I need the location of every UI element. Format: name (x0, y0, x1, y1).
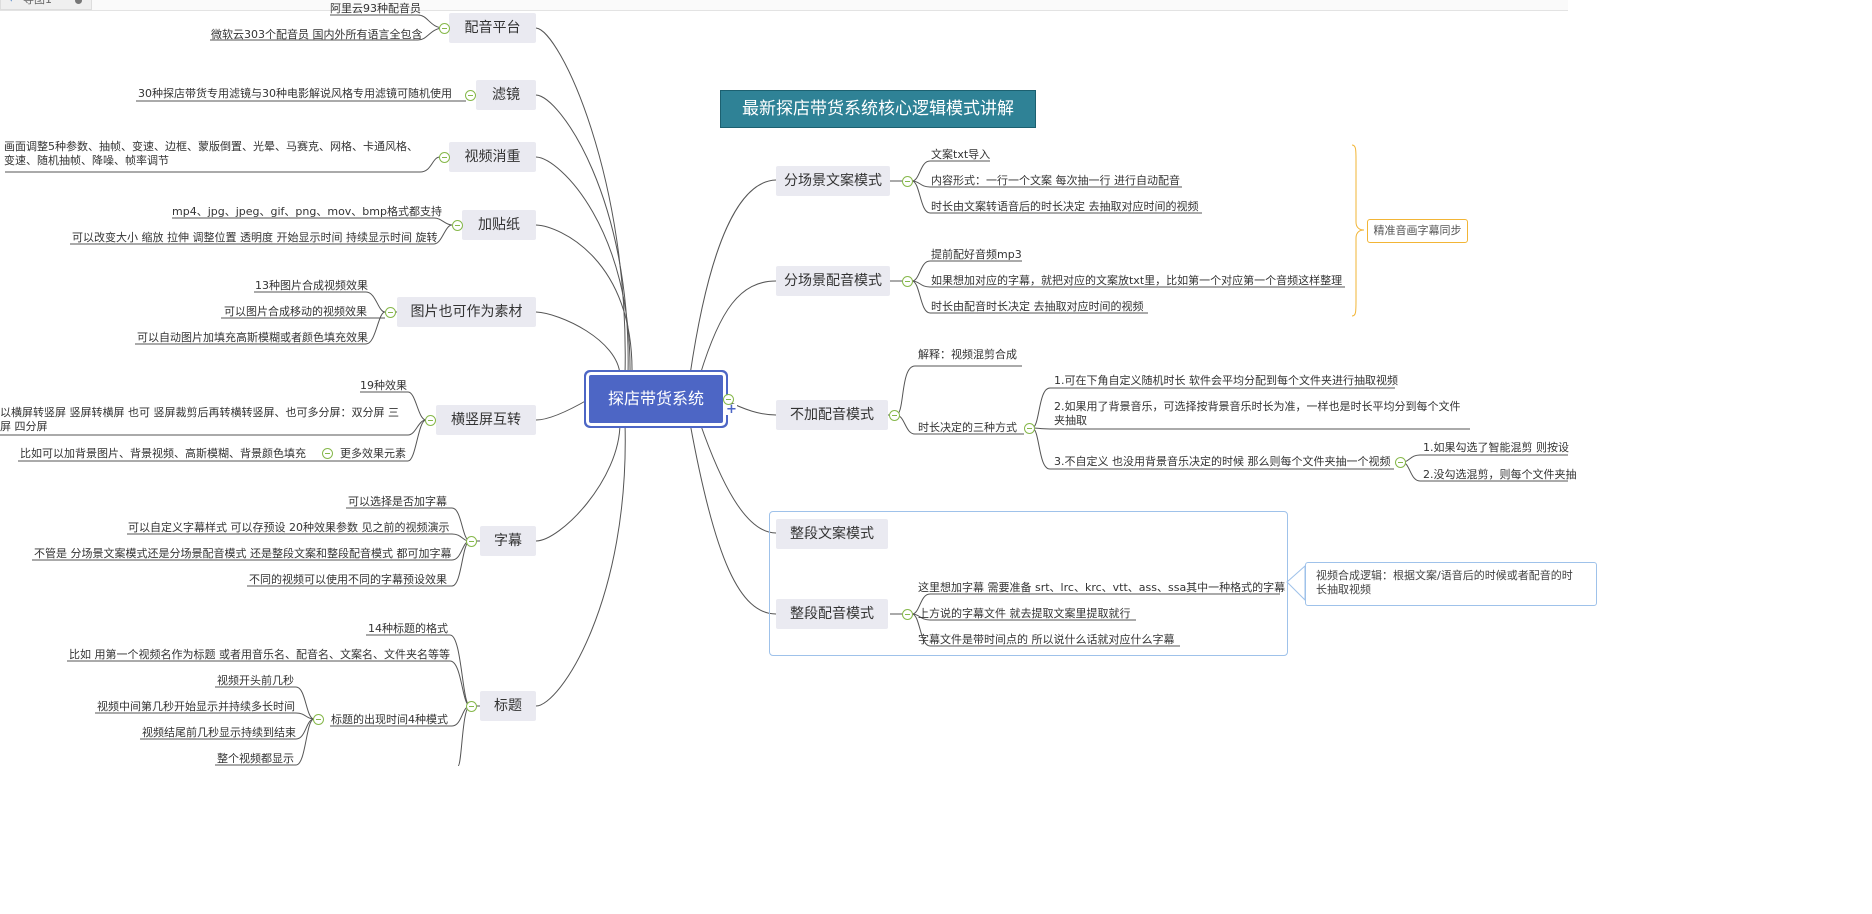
branch-dedup (535, 156, 631, 376)
leaf-text[interactable]: 不管是 分场景文案模式还是分场景配音模式 还是整段文案和整段配音模式 都可加字幕 (34, 547, 452, 560)
leaf-text[interactable]: 如果想加对应的字幕，就把对应的文案放txt里，比如第一个对应第一个音频这样整理 (931, 274, 1343, 287)
topic-filter[interactable]: 滤镜 (476, 80, 536, 110)
leaf-text[interactable]: 视频中间第几秒开始显示并持续多长时间 (97, 700, 295, 713)
leaf-text[interactable]: 上方说的字幕文件 就去提取文案里提取就行 (918, 607, 1131, 620)
leaf-text[interactable]: 时长由文案转语音后的时长决定 去抽取对应时间的视频 (931, 200, 1199, 213)
close-icon[interactable] (75, 0, 82, 4)
collapse-icon[interactable] (465, 90, 476, 101)
leaf-text[interactable]: 以横屏转竖屏 竖屏转横屏 也可 竖屏裁剪后再转横转竖屏、也可多分屏：双分屏 三屏… (0, 406, 399, 433)
leaf-text[interactable]: 30种探店带货专用滤镜与30种电影解说风格专用滤镜可随机使用 (138, 87, 452, 100)
collapse-icon[interactable] (902, 276, 913, 287)
collapse-icon[interactable] (313, 714, 324, 725)
branch-filter (535, 94, 629, 376)
mindmap-icon: ✦ (7, 0, 15, 9)
collapse-icon[interactable] (902, 609, 913, 620)
leaf-text[interactable]: 视频结尾前几秒显示持续到结束 (142, 726, 296, 739)
branch-orient (535, 398, 590, 421)
collapse-icon[interactable] (425, 415, 436, 426)
leaf-text[interactable]: 不同的视频可以使用不同的字幕预设效果 (249, 573, 447, 586)
leaf-text[interactable]: 时长由配音时长决定 去抽取对应时间的视频 (931, 300, 1144, 313)
topic-sticker[interactable]: 加贴纸 (462, 210, 536, 240)
leaf-text[interactable]: 更多效果元素 (340, 447, 406, 460)
tab-label: 导图1 (23, 0, 52, 9)
leaf-text[interactable]: 视频开头前几秒 (217, 674, 294, 687)
collapse-icon[interactable] (1395, 457, 1406, 468)
collapse-icon[interactable] (439, 23, 450, 34)
leaf-text[interactable]: 可以自定义字幕样式 可以存预设 20种效果参数 见之前的视频演示 (128, 521, 450, 534)
leaf-text[interactable]: 可以改变大小 缩放 拉伸 调整位置 透明度 开始显示时间 持续显示时间 旋转 (72, 231, 438, 244)
floating-title[interactable]: 最新探店带货系统核心逻辑模式讲解 (720, 90, 1036, 128)
topic-dedup[interactable]: 视频消重 (449, 142, 536, 172)
collapse-icon[interactable] (322, 448, 333, 459)
topic-orientation[interactable]: 横竖屏互转 (436, 405, 536, 435)
collapse-icon[interactable] (902, 176, 913, 187)
tab-bar: ✦ 导图1 (0, 0, 1568, 11)
leaf-text[interactable]: mp4、jpg、jpeg、gif、png、mov、bmp格式都支持 (172, 205, 442, 218)
branch-scene-voice (699, 280, 777, 376)
collapse-icon[interactable] (723, 394, 734, 405)
leaf-text[interactable]: 字幕文件是带时间点的 所以说什么话就对应什么字幕 (918, 633, 1175, 646)
branch-subtitle (535, 422, 621, 542)
leaf-text[interactable]: 19种效果 (360, 379, 407, 392)
topic-scene-voice[interactable]: 分场景配音模式 (776, 266, 890, 296)
leaf-text[interactable]: 微软云303个配音员 国内外所有语言全包含 (211, 28, 423, 41)
collapse-icon[interactable] (1024, 423, 1035, 434)
leaf-text[interactable]: 可以选择是否加字幕 (348, 495, 447, 508)
leaf-text[interactable]: 时长决定的三种方式 (918, 421, 1017, 434)
collapse-icon[interactable] (439, 152, 450, 163)
collapse-icon[interactable] (385, 307, 396, 318)
leaf-text[interactable]: 内容形式：一行一个文案 每次抽一行 进行自动配音 (931, 174, 1180, 187)
callout-text[interactable]: 视频合成逻辑：根据文案/语音后的时候或者配音的时长抽取视频 (1316, 569, 1573, 596)
leaf-text[interactable]: 1.可在下角自定义随机时长 软件会平均分配到每个文件夹进行抽取视频 (1054, 374, 1398, 387)
topic-whole-text[interactable]: 整段文案模式 (776, 519, 888, 549)
branch-image (535, 311, 621, 376)
leaf-text[interactable]: 文案txt导入 (931, 148, 991, 161)
topic-image[interactable]: 图片也可作为素材 (397, 297, 536, 327)
leaf-text[interactable]: 13种图片合成视频效果 (255, 279, 368, 292)
leaf-text[interactable]: 整个视频都显示 (217, 752, 294, 765)
leaf-text[interactable]: 14种标题的格式 (368, 622, 448, 635)
tab-mindmap[interactable]: ✦ 导图1 (0, 0, 92, 10)
leaf-text[interactable]: 这里想加字幕 需要准备 srt、lrc、krc、vtt、ass、ssa其中一种格… (918, 581, 1286, 594)
leaf-text[interactable]: 1.如果勾选了智能混剪 则按设 (1423, 441, 1569, 454)
branch-heading (535, 422, 626, 707)
leaf-text[interactable]: 比如 用第一个视频名作为标题 或者用音乐名、配音名、文案名、文件夹名等等 (69, 648, 450, 661)
callout-pointer (1286, 564, 1306, 602)
leaf-text[interactable]: 2.如果用了背景音乐，可选择按背景音乐时长为准，一样也是时长平均分到每个文件夹抽… (1054, 400, 1461, 427)
topic-subtitle[interactable]: 字幕 (480, 526, 536, 556)
leaf-text[interactable]: 3.不自定义 也没用背景音乐决定的时候 那么则每个文件夹抽一个视频 (1054, 455, 1391, 468)
topic-no-voice[interactable]: 不加配音模式 (776, 400, 888, 430)
topic-whole-voice[interactable]: 整段配音模式 (776, 599, 888, 629)
collapse-icon[interactable] (452, 220, 463, 231)
collapse-icon[interactable] (466, 701, 477, 712)
branch-whole-voice (689, 422, 777, 615)
leaf-text[interactable]: 阿里云93种配音员 (330, 2, 421, 15)
branch-scene-text (689, 179, 777, 376)
leaf-text[interactable]: 解释：视频混剪合成 (918, 348, 1017, 361)
topic-dubbing[interactable]: 配音平台 (449, 13, 536, 43)
callout-box (1305, 562, 1597, 606)
add-icon[interactable]: + (726, 402, 737, 417)
sync-brace (1351, 144, 1365, 317)
collapse-icon[interactable] (889, 410, 900, 421)
branch-sticker (535, 224, 633, 376)
leaf-text[interactable]: 可以图片合成移动的视频效果 (224, 305, 367, 318)
leaf-text[interactable]: 标题的出现时间4种模式 (331, 713, 448, 726)
boundary-frame (769, 511, 1288, 656)
topic-heading[interactable]: 标题 (480, 691, 536, 721)
topic-scene-text[interactable]: 分场景文案模式 (776, 166, 890, 196)
leaf-text[interactable]: 提前配好音频mp3 (931, 248, 1022, 261)
central-topic[interactable]: 探店带货系统 (589, 375, 723, 423)
leaf-text[interactable]: 画面调整5种参数、抽帧、变速、边框、蒙版倒置、光晕、马赛克、网格、卡通风格、变速… (4, 140, 418, 167)
collapse-icon[interactable] (466, 536, 477, 547)
branch-dubbing (535, 27, 626, 376)
leaf-text[interactable]: 2.没勾选混剪，则每个文件夹抽 (1423, 468, 1577, 481)
leaf-text[interactable]: 比如可以加背景图片、背景视频、高斯模糊、背景颜色填充 (20, 447, 306, 460)
summary-sync[interactable]: 精准音画字幕同步 (1367, 219, 1468, 243)
branch-whole-text (699, 422, 777, 534)
leaf-text[interactable]: 可以自动图片加填充高斯模糊或者颜色填充效果 (137, 331, 368, 344)
